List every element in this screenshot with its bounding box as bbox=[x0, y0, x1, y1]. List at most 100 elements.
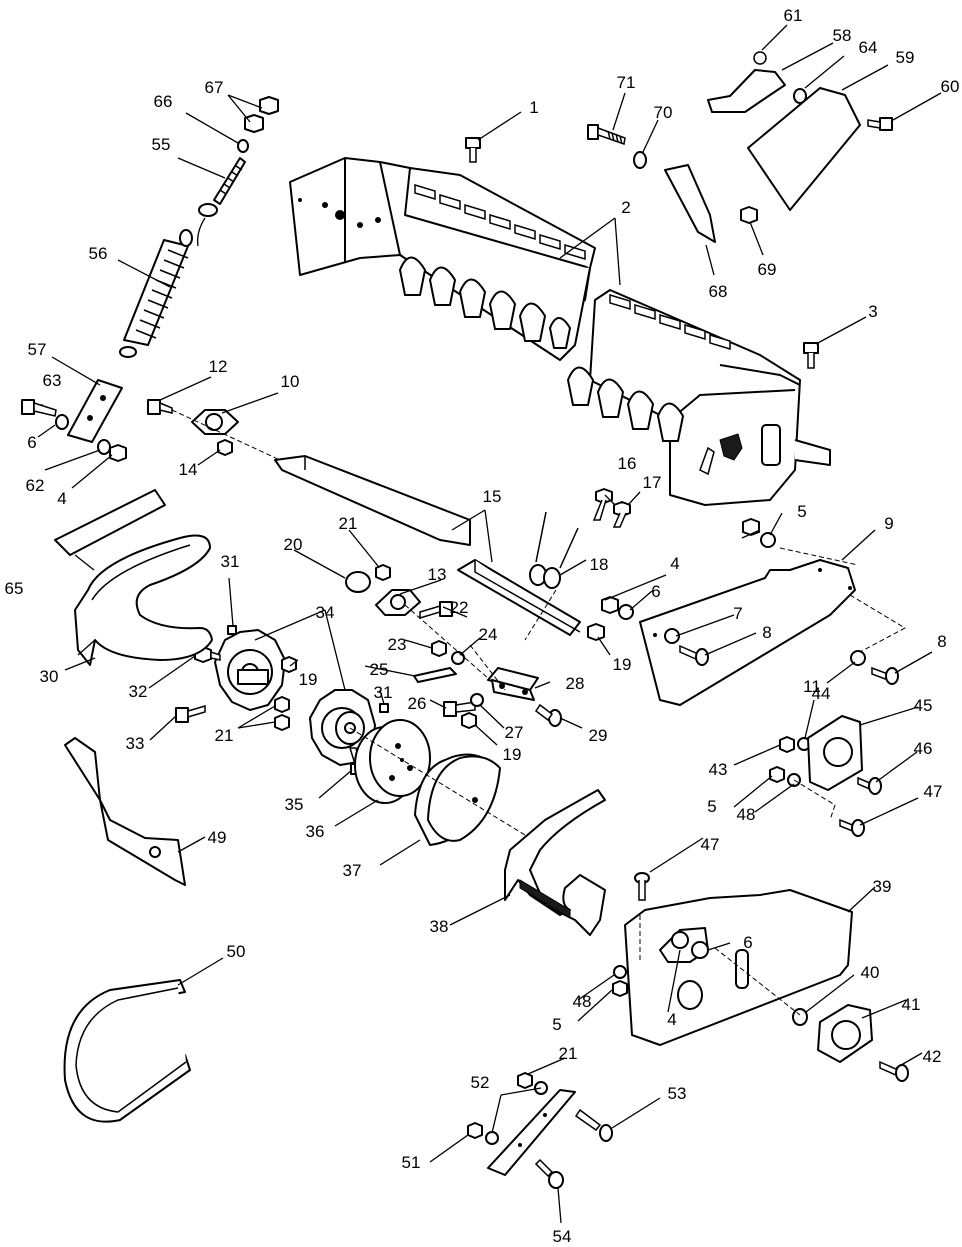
callout-55: 55 bbox=[152, 135, 171, 154]
washer-64 bbox=[793, 88, 807, 104]
callout-42: 42 bbox=[923, 1047, 942, 1066]
callout-33: 33 bbox=[126, 734, 145, 753]
pin-26 bbox=[443, 701, 476, 717]
flange-45 bbox=[807, 715, 863, 791]
callout-54: 54 bbox=[553, 1227, 572, 1246]
callout-48-lower: 48 bbox=[573, 992, 592, 1011]
bolt-54 bbox=[534, 1158, 564, 1189]
nut-21-top bbox=[375, 564, 391, 581]
bolt-47-lower bbox=[839, 818, 865, 837]
callout-69: 69 bbox=[758, 260, 777, 279]
callout-32: 32 bbox=[129, 682, 148, 701]
nut-19-center bbox=[461, 712, 477, 729]
callout-37: 37 bbox=[343, 861, 362, 880]
callout-22: 22 bbox=[450, 598, 469, 617]
bracket-58 bbox=[707, 51, 786, 113]
nuts-67 bbox=[244, 96, 279, 133]
callout-11: 11 bbox=[803, 677, 821, 696]
bolt-16 bbox=[592, 488, 613, 521]
washer-66 bbox=[237, 139, 249, 153]
nut-69 bbox=[740, 206, 758, 224]
callout-12: 12 bbox=[209, 357, 228, 376]
callout-40: 40 bbox=[861, 963, 880, 982]
washer-6-plate39 bbox=[691, 941, 709, 959]
callout-4-mid: 4 bbox=[670, 554, 679, 573]
callout-39: 39 bbox=[873, 877, 892, 896]
callout-7: 7 bbox=[733, 604, 742, 623]
pulley-36 bbox=[354, 719, 431, 804]
washer-27 bbox=[470, 693, 484, 707]
callout-36: 36 bbox=[306, 822, 325, 841]
bushing-40 bbox=[792, 1008, 808, 1026]
nut-19-right bbox=[587, 623, 605, 641]
callout-43: 43 bbox=[709, 760, 728, 779]
callout-44: 44 bbox=[812, 684, 831, 703]
nut-21-b bbox=[274, 714, 290, 731]
callout-21-bottom: 21 bbox=[559, 1044, 578, 1063]
nut-4-plate9 bbox=[742, 518, 760, 536]
callout-1: 1 bbox=[529, 98, 538, 117]
plate-9 bbox=[639, 559, 856, 706]
callout-46: 46 bbox=[914, 739, 933, 758]
guard-38 bbox=[504, 789, 606, 936]
eyebolt-55 bbox=[198, 157, 246, 217]
callout-56: 56 bbox=[89, 244, 108, 263]
nut-43 bbox=[779, 736, 795, 753]
nut-21-a bbox=[274, 696, 290, 713]
nut-14 bbox=[217, 439, 233, 456]
callout-64: 64 bbox=[859, 38, 878, 57]
callout-5-top: 5 bbox=[797, 502, 806, 521]
washer-70 bbox=[633, 151, 647, 169]
callout-9: 9 bbox=[884, 514, 893, 533]
washer-5-plate9 bbox=[760, 532, 776, 548]
callout-10: 10 bbox=[281, 372, 300, 391]
bolt-60 bbox=[867, 117, 893, 131]
washer-6-left bbox=[55, 414, 69, 430]
callout-17: 17 bbox=[643, 473, 662, 492]
bolt-1 bbox=[465, 137, 481, 163]
callout-68: 68 bbox=[709, 282, 728, 301]
washer-7 bbox=[664, 628, 680, 644]
spring-56 bbox=[119, 229, 193, 358]
nut-51 bbox=[467, 1122, 483, 1139]
callout-2: 2 bbox=[621, 198, 630, 217]
belt-50 bbox=[63, 979, 191, 1123]
bolt-53 bbox=[574, 1108, 613, 1142]
bolt-22 bbox=[419, 601, 453, 620]
callout-8-right: 8 bbox=[937, 632, 946, 651]
callout-65: 65 bbox=[5, 579, 24, 598]
key-31-upper bbox=[227, 625, 237, 635]
callout-62: 62 bbox=[26, 476, 45, 495]
callout-38: 38 bbox=[430, 917, 449, 936]
callout-50: 50 bbox=[227, 942, 246, 961]
callout-52: 52 bbox=[471, 1073, 490, 1092]
callout-8-left: 8 bbox=[762, 623, 771, 642]
link-28 bbox=[487, 667, 539, 701]
bolt-8-right bbox=[871, 666, 899, 685]
callout-35: 35 bbox=[285, 795, 304, 814]
callout-5-mid: 5 bbox=[707, 797, 716, 816]
callout-59: 59 bbox=[896, 48, 915, 67]
callout-20: 20 bbox=[284, 535, 303, 554]
bolt-63 bbox=[21, 399, 57, 417]
nut-4-left bbox=[109, 444, 127, 462]
callout-70: 70 bbox=[654, 103, 673, 122]
bolt-12 bbox=[147, 399, 173, 415]
callout-51: 51 bbox=[402, 1153, 421, 1172]
bolt-3 bbox=[803, 342, 819, 369]
callout-49: 49 bbox=[208, 828, 227, 847]
torsion-spring-18 bbox=[524, 511, 579, 641]
callout-27: 27 bbox=[505, 723, 524, 742]
pulley-37 bbox=[414, 753, 501, 846]
washer-62 bbox=[97, 439, 111, 455]
callout-14: 14 bbox=[179, 460, 198, 479]
callout-5-bottom: 5 bbox=[552, 1015, 561, 1034]
callout-13: 13 bbox=[428, 565, 447, 584]
washer-48-lower bbox=[613, 965, 627, 979]
callout-19-sprocket: 19 bbox=[299, 670, 318, 689]
callout-4-left: 4 bbox=[57, 489, 66, 508]
callout-30: 30 bbox=[40, 667, 59, 686]
bolt-17 bbox=[612, 501, 631, 528]
